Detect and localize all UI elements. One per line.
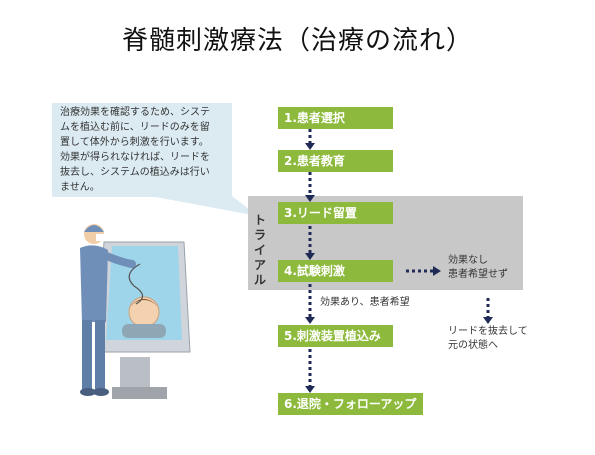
callout-line: ムを植込む前に、リードのみを留 <box>60 122 210 133</box>
step-lead-placement: 3.リード留置 <box>278 202 393 224</box>
surgeon-leg-right <box>95 320 105 390</box>
arrowhead <box>305 253 315 260</box>
callout-box: 治療効果を確認するため、システ ムを植込む前に、リードのみを留 置して体外から刺… <box>52 103 232 197</box>
callout-line: 治療効果を確認するため、システ <box>60 107 210 118</box>
callout-line: ません。 <box>60 182 100 193</box>
arrowhead <box>305 386 315 393</box>
patient-head <box>128 296 160 328</box>
surgeon-leg-left <box>82 320 92 390</box>
step-patient-education: 2.患者教育 <box>278 150 393 172</box>
surgeon-mask <box>96 234 106 241</box>
patient-shoulders <box>122 324 166 338</box>
remove-lead-line: 元の状態へ <box>448 340 498 351</box>
no-effect-note: 効果なし 患者希望せず <box>448 254 508 282</box>
remove-lead-line: リードを抜去して <box>448 326 528 337</box>
callout-line: 効果が得られなければ、リードを <box>60 152 210 163</box>
lead-wire <box>128 263 144 305</box>
arrowhead <box>305 195 315 202</box>
trial-label: トライアル <box>253 213 266 287</box>
arrowhead <box>483 317 493 324</box>
effect-note: 効果あり、患者希望 <box>320 297 410 308</box>
page-title: 脊髄刺激療法（治療の流れ） <box>121 26 473 56</box>
arrowhead <box>305 317 315 324</box>
drape <box>106 246 182 340</box>
surgeon-shoe <box>80 388 96 396</box>
step-device-implantation: 5.刺激装置植込み <box>278 325 393 347</box>
remove-lead-note: リードを抜去して 元の状態へ <box>448 325 528 353</box>
surgeon-shoe <box>93 388 109 396</box>
arrowhead <box>433 266 441 276</box>
no-effect-line: 患者希望せず <box>448 269 508 280</box>
step-trial-stimulation: 4.試験刺激 <box>278 260 393 282</box>
arrowhead <box>305 143 315 150</box>
surgeon-body <box>80 245 108 322</box>
surgeon-patient-illustration <box>80 224 191 399</box>
surgeon-cap <box>84 225 104 232</box>
no-effect-line: 効果なし <box>448 255 488 266</box>
surgeon-arm <box>98 250 136 268</box>
table-base <box>112 387 167 399</box>
callout-line: 置して体外から刺激を行います。 <box>60 137 209 148</box>
callout-line: 抜去し、システムの植込みは行い <box>60 167 210 178</box>
step-discharge-followup: 6.退院・フォローアップ <box>278 393 423 415</box>
table-pedestal <box>120 357 150 392</box>
step-patient-selection: 1.患者選択 <box>278 107 393 129</box>
patient-hair <box>129 299 159 308</box>
